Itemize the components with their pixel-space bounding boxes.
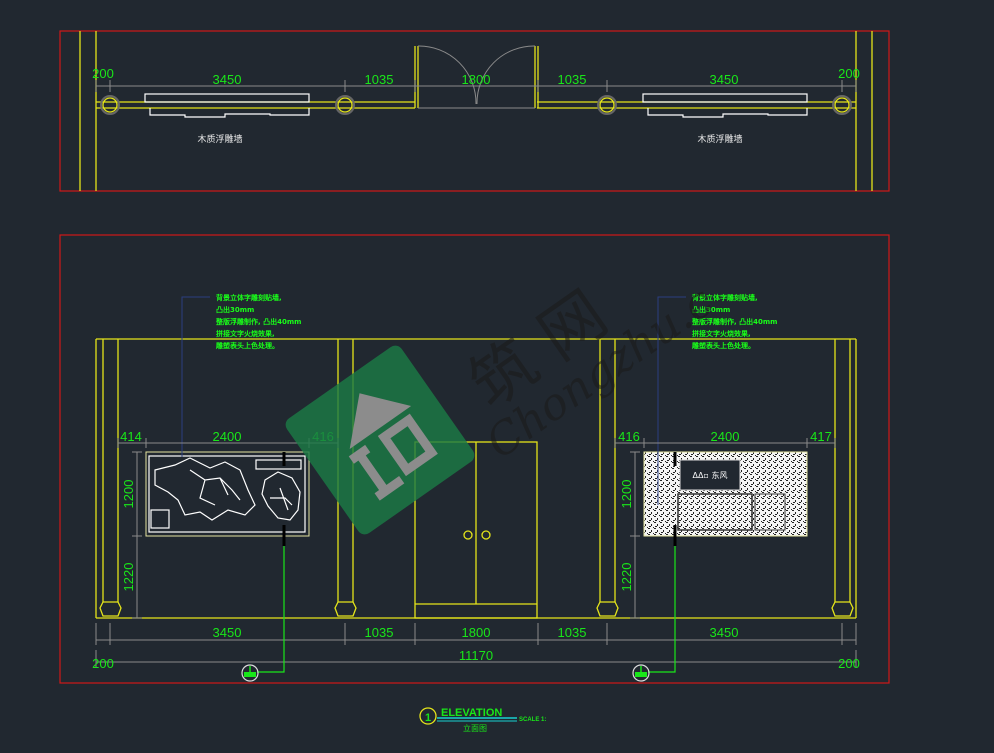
svg-text:整版浮雕制作, 凸出40mm: 整版浮雕制作, 凸出40mm xyxy=(215,317,301,326)
elev-dim-200-right: 200 xyxy=(838,656,860,671)
pilaster-right xyxy=(831,339,854,617)
right-panel-dim-416: 416 xyxy=(618,429,640,444)
plan-dim-3450-left: 3450 xyxy=(213,72,242,87)
svg-text:ΔΔ▫ 东风: ΔΔ▫ 东风 xyxy=(693,470,728,480)
plan-dim-200-right: 200 xyxy=(838,66,860,81)
plan-dim-200-left: 200 xyxy=(92,66,114,81)
plan-dim-3450-right: 3450 xyxy=(710,72,739,87)
relief-panel-collage-right: ΔΔ▫ 东风 xyxy=(643,451,808,546)
right-panel-dim-417: 417 xyxy=(810,429,832,444)
plan-view: 200 3450 1035 1800 1035 3450 200 木质浮雕墙 木… xyxy=(59,30,890,192)
plan-dim-1035-left: 1035 xyxy=(365,72,394,87)
relief-wall-plan-left xyxy=(144,93,310,118)
drawing-subtitle: 立面图 xyxy=(463,723,487,733)
elevation-frame xyxy=(59,234,890,684)
plan-dim-1800: 1800 xyxy=(462,72,491,87)
section-callout-icon-2[interactable] xyxy=(632,664,650,682)
double-door-plan-icon xyxy=(417,45,536,109)
right-panel-dim-1200: 1200 xyxy=(619,480,634,509)
left-panel-dim-414: 414 xyxy=(120,429,142,444)
elev-dim-1035-right: 1035 xyxy=(558,625,587,640)
svg-text:凸出30mm: 凸出30mm xyxy=(216,305,254,314)
annotation-notes-left: 背景立体字雕刻贴墙, 凸出30mm 整版浮雕制作, 凸出40mm 拼接文字火烧效… xyxy=(215,293,301,350)
right-panel-dim-1220: 1220 xyxy=(619,563,634,592)
double-door-elevation xyxy=(414,441,538,619)
elev-dim-1800: 1800 xyxy=(462,625,491,640)
relief-panel-map-left xyxy=(145,451,310,546)
plan-wall-label-right: 木质浮雕墙 xyxy=(697,133,742,145)
door-handle-icon xyxy=(463,530,473,540)
left-panel-dim-2400: 2400 xyxy=(213,429,242,444)
svg-text:背景立体字雕刻贴墙,: 背景立体字雕刻贴墙, xyxy=(692,293,758,302)
elev-dim-200-left: 200 xyxy=(92,656,114,671)
column-icon xyxy=(832,95,852,115)
section-number: 1 xyxy=(425,712,431,724)
section-callout-icon-1[interactable] xyxy=(241,664,259,682)
plan-frame xyxy=(59,30,890,192)
pilaster-left xyxy=(99,339,122,617)
right-panel-dim-2400: 2400 xyxy=(711,429,740,444)
door-handle-icon xyxy=(481,530,491,540)
elevation-view: ΔΔ▫ 东风 背景立体字雕刻贴墙, 凸出30mm 整版浮雕制作, 凸出40mm … xyxy=(59,234,890,684)
svg-text:背景立体字雕刻贴墙,: 背景立体字雕刻贴墙, xyxy=(216,293,282,302)
drawing-title-block: 1 ELEVATION SCALE 1: 立面图 xyxy=(419,707,546,733)
annotation-leader-right xyxy=(657,296,686,505)
column-icon xyxy=(335,95,355,115)
plan-dim-1035-right: 1035 xyxy=(558,72,587,87)
column-icon xyxy=(597,95,617,115)
left-panel-dim-1220: 1220 xyxy=(121,563,136,592)
section-number-circle xyxy=(419,707,437,725)
svg-text:整版浮雕制作, 凸出40mm: 整版浮雕制作, 凸出40mm xyxy=(691,317,777,326)
plan-wall-label-left: 木质浮雕墙 xyxy=(197,133,242,145)
annotation-notes-right: 背景立体字雕刻贴墙, 凸出30mm 整版浮雕制作, 凸出40mm 拼接文字火烧效… xyxy=(691,293,777,350)
relief-wall-plan-right xyxy=(642,93,808,118)
column-icon xyxy=(100,95,120,115)
svg-text:凸出30mm: 凸出30mm xyxy=(692,305,730,314)
drawing-title: ELEVATION xyxy=(441,707,502,719)
elev-dim-3450-right: 3450 xyxy=(710,625,739,640)
annotation-leader-left xyxy=(181,296,210,457)
elev-dim-3450-left: 3450 xyxy=(213,625,242,640)
svg-text:拼接文字火烧效果,: 拼接文字火烧效果, xyxy=(216,329,275,338)
svg-text:雕塑表头上色处理。: 雕塑表头上色处理。 xyxy=(216,341,279,350)
elev-dim-total-11170: 11170 xyxy=(459,648,493,663)
svg-text:雕塑表头上色处理。: 雕塑表头上色处理。 xyxy=(692,341,755,350)
left-panel-dim-1200: 1200 xyxy=(121,480,136,509)
watermark-logo-icon xyxy=(285,345,475,535)
elev-dim-1035-left: 1035 xyxy=(365,625,394,640)
scale-text: SCALE 1: xyxy=(519,717,546,723)
svg-text:拼接文字火烧效果,: 拼接文字火烧效果, xyxy=(692,329,751,338)
pilaster-center-right xyxy=(596,339,619,617)
